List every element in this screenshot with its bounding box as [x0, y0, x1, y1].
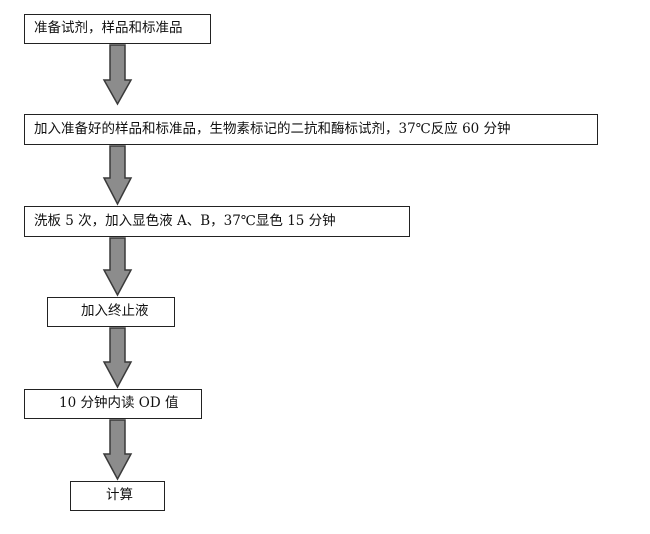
- step-label: 洗板 5 次，加入显色液 A、B，37℃显色 15 分钟: [34, 212, 336, 229]
- step-label: 加入终止液: [81, 303, 149, 320]
- step-add-stop-solution: 加入终止液: [47, 297, 175, 327]
- step-calculate: 计算: [70, 481, 165, 511]
- step-wash-and-develop: 洗板 5 次，加入显色液 A、B，37℃显色 15 分钟: [24, 206, 410, 237]
- step-label: 10 分钟内读 OD 值: [59, 395, 179, 412]
- down-arrow-icon: [102, 145, 133, 206]
- step-label: 准备试剂，样品和标准品: [34, 20, 183, 37]
- down-arrow-icon: [102, 237, 133, 297]
- down-arrow-icon: [102, 327, 133, 389]
- step-add-samples: 加入准备好的样品和标准品，生物素标记的二抗和酶标试剂，37℃反应 60 分钟: [24, 114, 598, 145]
- down-arrow-icon: [102, 419, 133, 481]
- step-label: 加入准备好的样品和标准品，生物素标记的二抗和酶标试剂，37℃反应 60 分钟: [34, 120, 511, 137]
- down-arrow-icon: [102, 44, 133, 106]
- step-read-od: 10 分钟内读 OD 值: [24, 389, 202, 419]
- step-prepare-reagents: 准备试剂，样品和标准品: [24, 14, 211, 44]
- step-label: 计算: [106, 487, 133, 504]
